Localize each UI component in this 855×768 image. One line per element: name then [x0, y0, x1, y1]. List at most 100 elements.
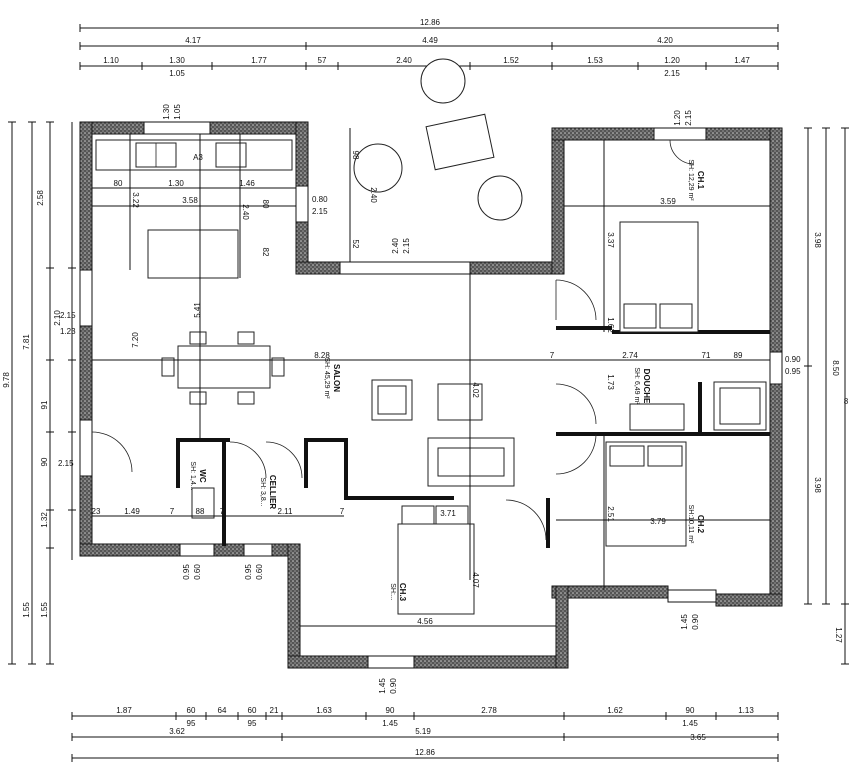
room-area-ch1: SH: 12,29 m² — [687, 159, 694, 201]
dim-top-total: 12.86 — [420, 18, 441, 27]
dim-top-row3-3: 1.77 — [251, 56, 267, 65]
room-name-douche: DOUCHE — [642, 369, 651, 404]
room-area-ch2: SH:10,11 m² — [687, 505, 694, 544]
room-area-douche: SH: 6,49 m² — [633, 367, 640, 405]
dim-int-36: 7 — [220, 507, 225, 516]
dim-left-8: 90 — [40, 457, 49, 466]
dim-left-7: 91 — [40, 400, 49, 409]
dim-bottom-2: 60 — [187, 706, 196, 715]
dim-int-49: 1.45 — [378, 678, 387, 694]
dim-int-45: 0.95 — [182, 564, 191, 580]
toilet-icon — [191, 487, 215, 519]
dim-left-5: 2.15 — [60, 311, 76, 320]
dim-int-53: 8 — [844, 397, 849, 406]
dim-bottom-4: 64 — [218, 706, 227, 715]
dim-top-row3-sub-2: 2.15 — [664, 69, 680, 78]
dim-int-22: 1.62 — [606, 317, 615, 333]
dim-int-15: 2.15 — [402, 238, 411, 254]
room-label-ch2: CH.2 SH:10,11 m² — [687, 505, 705, 544]
dim-bottom-8: 1.63 — [316, 706, 332, 715]
dim-int-50: 0.90 — [691, 614, 700, 630]
dim-right-4: 1.27 — [834, 627, 843, 643]
dim-top-row3-6: 1.52 — [503, 56, 519, 65]
dim-int-34: 7 — [170, 507, 175, 516]
dim-bottom-9: 90 — [386, 706, 395, 715]
dim-left-10: 1.32 — [40, 512, 49, 528]
dim-int-25: 71 — [702, 351, 711, 360]
dim-int-2: 1.30 — [168, 179, 184, 188]
dim-int-8: 82 — [261, 248, 270, 257]
dim-top-row3-1: 1.10 — [103, 56, 119, 65]
left-dimension-lines — [8, 121, 76, 665]
terrace-table — [425, 113, 495, 171]
dim-top-row3-2: 1.30 — [169, 56, 185, 65]
dim-int-51: 1.45 — [680, 614, 689, 630]
coffee-table — [437, 383, 483, 421]
dim-left-9: 2.15 — [58, 459, 74, 468]
dim-int-16: 1.30 — [162, 104, 171, 120]
dim-int-29: 1.73 — [606, 374, 615, 390]
dim-bottom-15: 1.13 — [738, 706, 754, 715]
kitchen-counter — [95, 139, 293, 171]
right-dimension-lines — [804, 127, 849, 665]
dim-bottom-11: 2.78 — [481, 706, 497, 715]
furniture — [95, 58, 767, 615]
room-name-ch2: CH.2 — [696, 515, 705, 534]
kitchen-island — [147, 229, 239, 279]
bathroom-vanity — [629, 403, 685, 431]
room-name-salon: SALON — [332, 364, 341, 392]
dim-top-row2-1: 4.17 — [185, 36, 201, 45]
dim-bottom-3: 95 — [187, 719, 196, 728]
dim-bottom-6: 95 — [248, 719, 257, 728]
room-name-wc: WC — [198, 469, 207, 483]
dim-top-row3-4: 57 — [318, 56, 327, 65]
room-name-cellier: CELLIER — [268, 475, 277, 509]
dim-int-4: 3.22 — [131, 192, 140, 208]
dim-int-24: 2.74 — [622, 351, 638, 360]
dim-right-1: 3.98 — [813, 232, 822, 248]
dim-int-35: 88 — [196, 507, 205, 516]
dim-left-4: 2.10 — [53, 310, 62, 326]
dining-table — [177, 345, 271, 389]
dim-left-12: 1.55 — [40, 602, 49, 618]
dim-right-2: 8.50 — [831, 360, 840, 376]
dim-top-row3-sub-1: 1.05 — [169, 69, 185, 78]
dim-int-7: 80 — [261, 200, 270, 209]
terrace-table-round — [420, 58, 466, 104]
terrace-table-round-3 — [477, 175, 523, 221]
dim-top-row3-8: 1.20 — [664, 56, 680, 65]
room-area-wc: SH: 1,4... — [189, 461, 196, 490]
room-label-salon: SALON SH: 45,29 m² — [323, 357, 341, 399]
dim-int-48: 0.90 — [389, 678, 398, 694]
dim-top-row2-3: 4.20 — [657, 36, 673, 45]
dim-left-14: 5.41 — [193, 302, 202, 318]
windows — [79, 121, 783, 669]
dim-int-17: 1.05 — [173, 104, 182, 120]
dim-bottom-14: 1.45 — [682, 719, 698, 728]
dim-left-6: 1.23 — [60, 327, 76, 336]
dim-right-3: 3.98 — [813, 477, 822, 493]
dim-int-38: 7 — [340, 507, 345, 516]
dim-bottom-12: 1.62 — [607, 706, 623, 715]
dim-bottom-total: 12.86 — [415, 748, 436, 757]
dim-int-14: 2.40 — [391, 238, 400, 254]
room-label-wc: WC SH: 1,4... — [189, 461, 207, 490]
dim-bottom-row2-2: 5.19 — [415, 727, 431, 736]
dim-int-1: 80 — [114, 179, 123, 188]
dim-int-30: 8.28 — [314, 351, 330, 360]
dim-bottom-7: 21 — [270, 706, 279, 715]
dim-int-32: 23 — [92, 507, 101, 516]
dim-left-13: 7.20 — [131, 332, 140, 348]
dim-bottom-row2-1: 3.62 — [169, 727, 185, 736]
dim-int-27: 0.90 — [785, 355, 801, 364]
dim-int-21: 3.37 — [606, 232, 615, 248]
interior-dimension-lines — [92, 128, 770, 627]
interior-walls — [176, 326, 770, 548]
dim-int-13: 2.15 — [312, 207, 328, 216]
room-label-cellier: CELLIER SH: 3,8... — [259, 475, 277, 509]
room-area-salon: SH: 45,29 m² — [323, 357, 330, 399]
dim-int-18: 1.20 — [673, 110, 682, 126]
dim-int-26: 89 — [734, 351, 743, 360]
dim-bottom-1: 1.87 — [116, 706, 132, 715]
dim-left-11: 1.55 — [22, 602, 31, 618]
